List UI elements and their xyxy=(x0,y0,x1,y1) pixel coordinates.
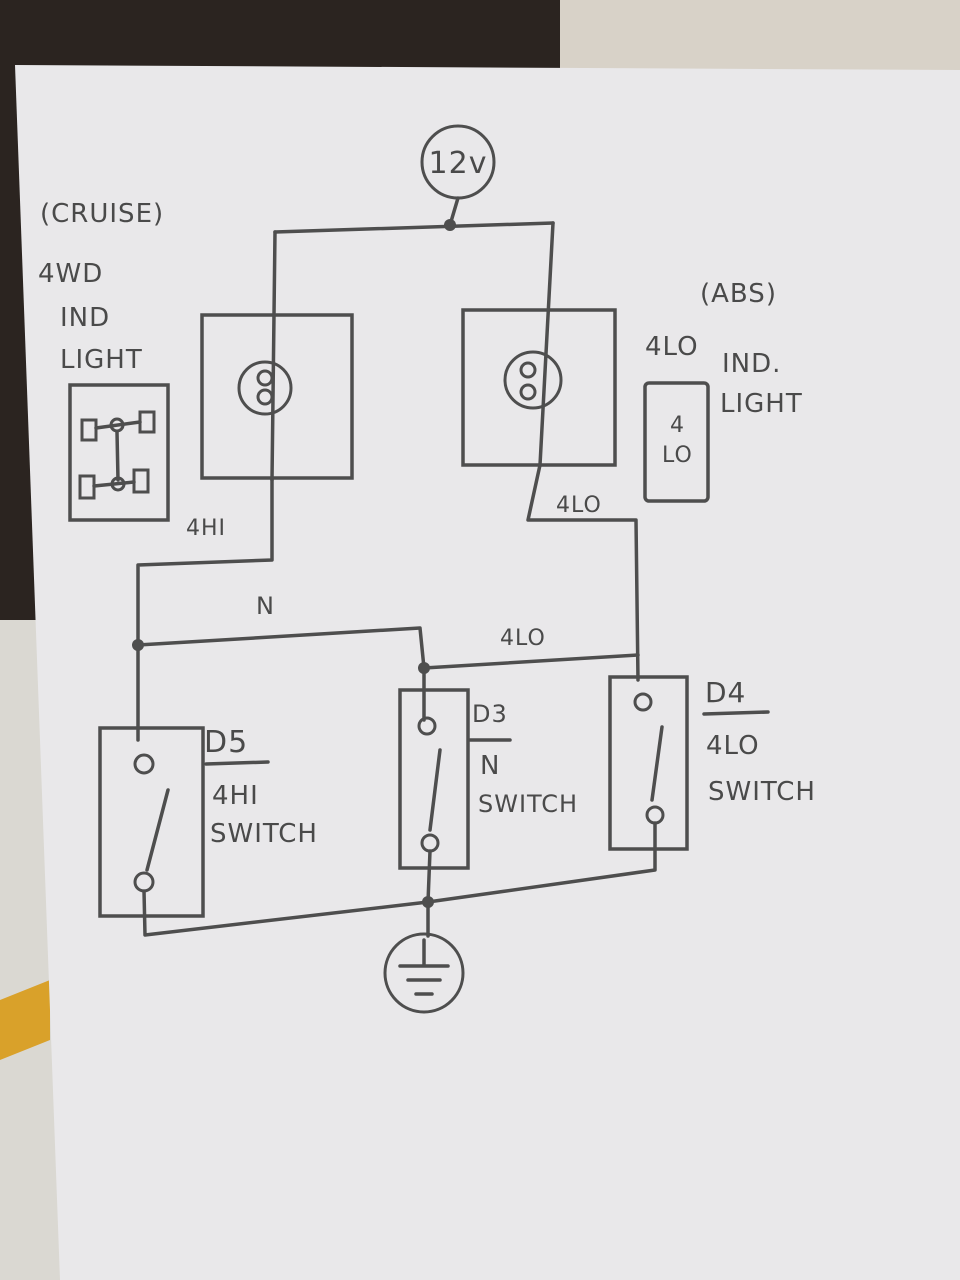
switch-d4-line1: 4LO xyxy=(706,731,760,761)
wire-4lo-mid-label: 4LO xyxy=(500,626,546,651)
switch-d5-underline xyxy=(204,760,270,766)
cruise-note: (CRUISE) xyxy=(40,199,164,229)
switch-d3-line1: N xyxy=(480,751,500,781)
right-light-line1: IND. xyxy=(722,349,781,379)
switch-d4-underline xyxy=(702,710,770,716)
left-light-line2: IND xyxy=(60,303,110,333)
abs-note: (ABS) xyxy=(700,279,777,309)
wire-4lo-mid xyxy=(422,653,640,670)
paper-sheet xyxy=(15,65,960,1280)
switch-d5-line2: SWITCH xyxy=(210,819,318,849)
switch-d3-housing xyxy=(398,688,470,870)
switch-d3-id: D3 xyxy=(472,700,508,728)
wire-4lo-top xyxy=(526,463,640,682)
switch-d4-housing xyxy=(608,675,689,851)
right-lamp-filament-top xyxy=(519,361,537,379)
switch-d3-line2: SWITCH xyxy=(478,790,578,818)
right-light-prefix: 4LO xyxy=(645,332,699,362)
wire-4hi xyxy=(136,476,274,742)
switch-d5-housing xyxy=(98,726,205,918)
ground-lead xyxy=(426,849,432,938)
left-light-line3: LIGHT xyxy=(60,345,143,375)
wall-patch xyxy=(560,0,960,70)
switch-d5-id: D5 xyxy=(204,725,248,760)
top-bus-wire xyxy=(273,221,555,234)
left-lamp-bulb xyxy=(237,360,293,416)
switch-d4 xyxy=(608,675,689,851)
switch-d4-id: D4 xyxy=(705,676,746,709)
ground-icon xyxy=(383,932,465,1014)
four-wd-icon xyxy=(68,383,170,522)
switch-d4-line2: SWITCH xyxy=(708,777,816,807)
pencil xyxy=(0,980,50,1060)
wire-4hi-label: 4HI xyxy=(186,516,226,541)
four-lo-icon: 4 LO xyxy=(643,381,710,503)
left-lamp-filament-bottom xyxy=(256,388,274,406)
wire-4lo-top-label: 4LO xyxy=(556,493,602,518)
left-lamp-housing xyxy=(200,313,354,480)
supply-label: 12v xyxy=(429,146,488,181)
left-feed-wire xyxy=(270,230,277,482)
left-lamp-filament-top xyxy=(256,369,274,387)
right-light-line2: LIGHT xyxy=(720,389,803,419)
four-lo-icon-line2: LO xyxy=(662,443,693,468)
wire-n xyxy=(136,626,426,670)
switch-d5-line1: 4HI xyxy=(212,781,259,811)
right-lamp-filament-bottom xyxy=(519,383,537,401)
right-feed-wire xyxy=(538,221,555,467)
left-light-line1: 4WD xyxy=(38,259,103,289)
wire-n-label: N xyxy=(256,592,275,620)
right-lamp-bulb xyxy=(503,350,563,410)
ground-junction xyxy=(422,896,434,908)
four-lo-icon-line1: 4 xyxy=(670,413,685,438)
